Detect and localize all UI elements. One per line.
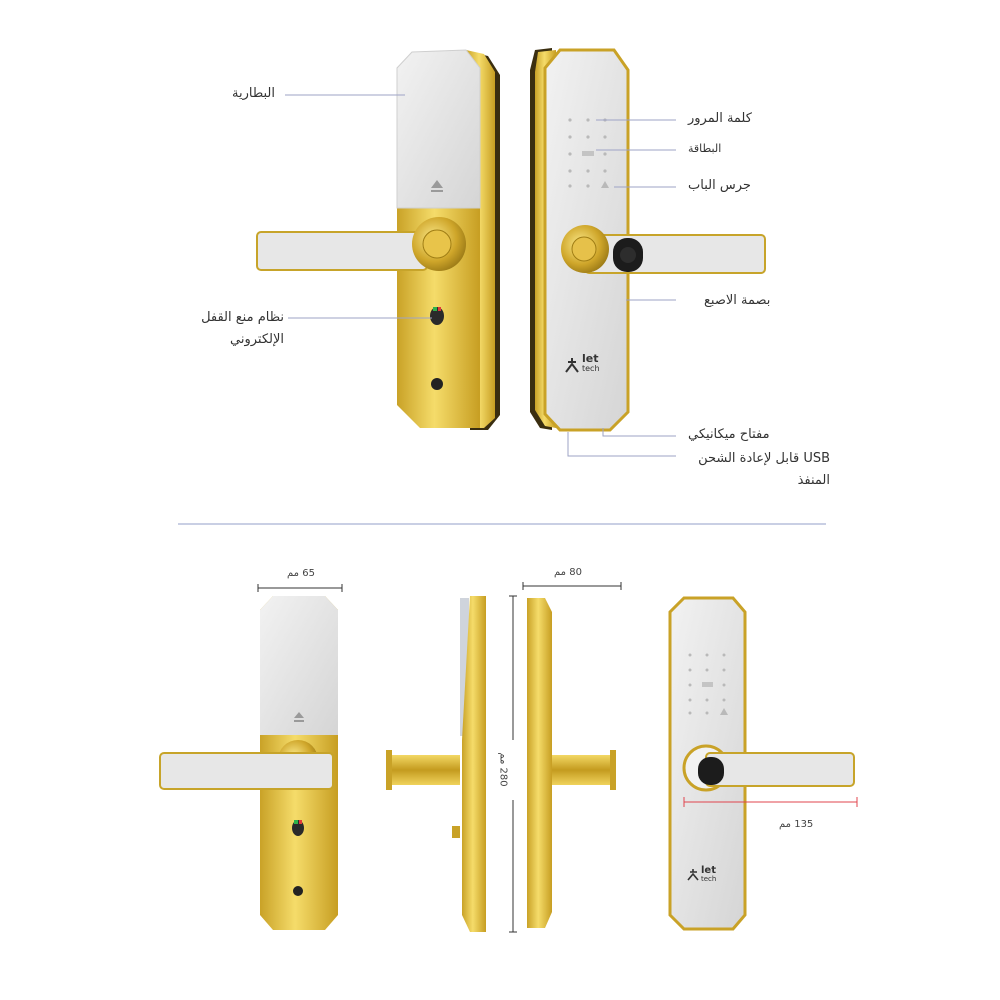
- back-unit-dim: [159, 596, 338, 930]
- dim-width-label: 65 مم: [287, 568, 315, 579]
- brand-logo: let tech: [582, 352, 600, 374]
- label-usb-line1: USB قابل لإعادة الشحن: [698, 451, 830, 466]
- label-usb-line2: المنفذ: [797, 473, 830, 488]
- brand-line2-small: tech: [701, 875, 717, 883]
- label-anti-lock-line2: الإلكتروني: [230, 332, 284, 347]
- brand-line1-small: let: [701, 865, 716, 876]
- dim-depth-label: 80 مم: [554, 567, 582, 578]
- brand-logo-small: let tech: [701, 866, 716, 884]
- height-dimension: [509, 595, 517, 933]
- handle-dimension: [683, 797, 858, 807]
- brand-line2: tech: [582, 364, 600, 373]
- anti-lock-switch: [430, 307, 444, 325]
- brand-line1: let: [582, 352, 599, 365]
- depth-dimension: [522, 582, 622, 590]
- section-separator: [178, 523, 826, 525]
- label-anti-lock-line1: نظام منع القفل: [201, 310, 284, 325]
- keypad: [568, 118, 609, 188]
- label-fingerprint: بصمة الاصبع: [704, 293, 771, 308]
- label-doorbell: جرس الباب: [688, 178, 751, 193]
- label-mech-key: مفتاح ميكانيكي: [688, 427, 770, 442]
- label-anti-lock: نظام منع القفل الإلكتروني: [200, 307, 284, 351]
- label-battery: البطارية: [232, 86, 275, 101]
- label-card: البطاقة: [688, 142, 722, 155]
- brand-logo-icon-small: [687, 869, 699, 881]
- dim-height-label: 280 مم: [497, 752, 509, 787]
- width-dimension: [257, 584, 343, 592]
- leader-lines: [285, 94, 676, 457]
- front-unit-top: [530, 48, 766, 432]
- side-view-right: [527, 598, 616, 928]
- label-usb: USB قابل لإعادة الشحن المنفذ: [684, 448, 830, 492]
- dim-handle-label: 135 مم: [779, 819, 814, 830]
- label-password: كلمة المرور: [688, 111, 752, 126]
- battery-eject-icon: [431, 180, 443, 192]
- front-unit-dim: [668, 596, 855, 931]
- brand-logo-icon: [565, 358, 579, 373]
- back-unit-top: [256, 49, 500, 430]
- side-view-left: [386, 596, 486, 932]
